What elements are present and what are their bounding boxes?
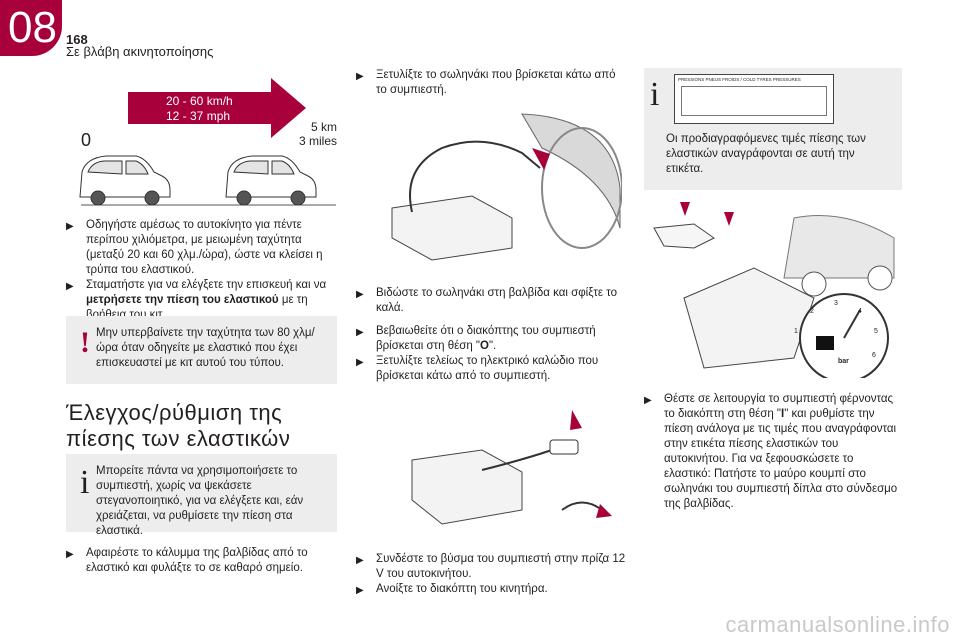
label-info-box: i PRESSIONS PNEUS FROIDS / COLD TYRES PR…	[644, 68, 902, 190]
section-heading: Έλεγχος/ρύθμιση της πίεσης των ελαστικών	[66, 400, 291, 451]
bullet-icon: ▶	[66, 221, 74, 232]
chapter-number: 08	[8, 3, 57, 52]
cable-icon	[481, 449, 553, 471]
car-icon	[783, 215, 895, 279]
mid-steps-1: ▶ Βιδώστε το σωληνάκι στη βαλβίδα και σφ…	[356, 286, 626, 384]
speed-arrow-graphic	[79, 78, 336, 206]
warning-text: Μην υπερβαίνετε την ταχύτητα των 80 χλμ/…	[96, 327, 315, 369]
compressor-icon	[411, 449, 523, 525]
bullet-icon: ▶	[644, 395, 652, 406]
step-unroll-hose-text: Ξετυλίξτε το σωληνάκι που βρίσκεται κάτω…	[376, 69, 616, 96]
gauge-unit: bar	[838, 358, 849, 365]
info-text: Μπορείτε πάντα να χρησιμοποιήσετε το συμ…	[96, 465, 304, 537]
step-drive-text: Οδηγήστε αμέσως το αυτοκίνητο για πέντε …	[86, 219, 323, 276]
chapter-tab: 08	[0, 0, 62, 56]
step-unroll-cable-text: Ξετυλίξτε τελείως το ηλεκτρικό καλώδιο π…	[376, 355, 599, 382]
info-box: i Μπορείτε πάντα να χρησιμοποιήσετε το σ…	[66, 454, 337, 537]
step-start-compressor: ▶ Θέστε σε λειτουργία το συμπιεστή φέρνο…	[644, 392, 902, 512]
start-distance: 0	[81, 130, 92, 150]
ignition-icon	[561, 501, 603, 511]
bullet-icon: ▶	[356, 327, 364, 338]
step-remove-cap: ▶ Αφαιρέστε το κάλυμμα της βαλβίδας από …	[66, 546, 341, 576]
compressor-hose-graphic	[391, 113, 623, 261]
step-screw-hose: ▶ Βιδώστε το σωληνάκι στη βαλβίδα και σφ…	[356, 286, 626, 316]
hose-icon	[409, 140, 541, 213]
car-icon	[225, 155, 317, 206]
step-switch-off: ▶ Βεβαιωθείτε ότι ο διακόπτης του συμπιε…	[356, 324, 626, 354]
step-screw-hose-text: Βιδώστε το σωληνάκι στη βαλβίδα και σφίξ…	[376, 287, 618, 314]
step-switch-off-end: ".	[488, 340, 497, 352]
info-icon: i	[650, 76, 660, 113]
gauge-graphic	[653, 202, 895, 383]
gauge-tick: 1	[794, 328, 798, 335]
section-title: Σε βλάβη ακινητοποίησης	[66, 44, 214, 59]
compressor-icon	[391, 195, 513, 261]
switch-position-o: O	[480, 340, 489, 352]
step-check-bold: μετρήσετε την πίεση του ελαστικού	[86, 294, 279, 306]
speed-illustration: 20 - 60 km/h 12 - 37 mph 0 5 km 3 miles	[66, 72, 341, 207]
plug-icon	[549, 439, 579, 455]
step-unroll-cable: ▶ Ξετυλίξτε τελείως το ηλεκτρικό καλώδιο…	[356, 354, 626, 384]
speed-range: 20 - 60 km/h 12 - 37 mph	[166, 94, 233, 124]
step-start-compressor-end: " και ρυθμίστε την πίεση ανάλογα με τις …	[664, 408, 898, 510]
deflate-button-icon	[816, 336, 834, 350]
step-unroll-hose: ▶ Ξετυλίξτε το σωληνάκι που βρίσκεται κά…	[356, 68, 626, 98]
gauge-tick: 3	[834, 300, 838, 307]
warning-icon: !	[80, 326, 90, 359]
step-connect-plug: ▶ Συνδέστε το βύσμα του συμπιεστή στην π…	[356, 552, 626, 582]
gauge-tick: 6	[872, 352, 876, 359]
page-number: 168	[66, 32, 88, 47]
distance-km: 5 km	[310, 120, 337, 134]
mid-steps-2: ▶ Συνδέστε το βύσμα του συμπιεστή στην π…	[356, 552, 626, 597]
step-drive: ▶ Οδηγήστε αμέσως το αυτοκίνητο για πέντ…	[66, 218, 341, 278]
step-check: ▶ Σταματήστε για να ελέγξετε την επισκευ…	[66, 278, 341, 323]
bullet-icon: ▶	[356, 585, 364, 596]
bullet-icon: ▶	[356, 555, 364, 566]
arrow-icon	[596, 504, 612, 518]
label-info-text: Οι προδιαγραφόμενες τιμές πίεσης των ελα…	[666, 133, 866, 175]
label-card-icon	[653, 223, 715, 249]
arrow-icon	[680, 202, 690, 216]
watermark: carmanualsonline.info	[725, 612, 950, 637]
gauge-tick: 5	[874, 328, 878, 335]
arrow-icon	[570, 410, 582, 430]
plug-graphic	[411, 410, 612, 525]
switch-position-i: I	[781, 408, 785, 420]
speed-kmh: 20 - 60 km/h	[166, 94, 233, 108]
plug-illustration	[372, 400, 622, 540]
left-steps: ▶ Οδηγήστε αμέσως το αυτοκίνητο για πέντ…	[66, 218, 341, 323]
label-title: PRESSIONS PNEUS FROIDS / COLD TYRES PRES…	[678, 77, 801, 82]
bullet-icon: ▶	[356, 289, 364, 300]
arrow-icon	[532, 148, 550, 170]
compressor-hose-illustration	[372, 108, 623, 268]
speed-mph: 12 - 37 mph	[166, 109, 231, 123]
step-ignition-on: ▶ Ανοίξτε το διακόπτη του κινητήρα.	[356, 582, 626, 597]
car-icon	[79, 155, 171, 206]
step-remove-cap-text: Αφαιρέστε το κάλυμμα της βαλβίδας από το…	[86, 547, 308, 574]
step-switch-off-text: Βεβαιωθείτε ότι ο διακόπτης του συμπιεστ…	[376, 325, 596, 352]
info-icon: i	[80, 464, 90, 501]
bullet-icon: ▶	[356, 71, 364, 82]
step-ignition-on-text: Ανοίξτε το διακόπτη του κινητήρα.	[376, 583, 548, 595]
gauge-tick: 2	[810, 308, 814, 315]
bullet-icon: ▶	[356, 357, 364, 368]
step-connect-plug-text: Συνδέστε το βύσμα του συμπιεστή στην πρί…	[376, 553, 626, 580]
warning-box: ! Μην υπερβαίνετε την ταχύτητα των 80 χλ…	[66, 316, 337, 384]
tyre-icon	[521, 113, 621, 229]
compressor-icon	[683, 267, 815, 369]
arrow-icon	[724, 212, 734, 226]
distance-miles: 3 miles	[298, 134, 337, 148]
gauge-tick: 4	[858, 308, 862, 315]
bullet-icon: ▶	[66, 281, 74, 292]
tyre-pressure-label: PRESSIONS PNEUS FROIDS / COLD TYRES PRES…	[674, 74, 834, 124]
speed-arrow-icon	[128, 78, 306, 138]
step-start-compressor-text: Θέστε σε λειτουργία το συμπιεστή φέρνοντ…	[664, 393, 894, 420]
distance-label: 5 km 3 miles	[291, 120, 337, 148]
step-check-text: Σταματήστε για να ελέγξετε την επισκευή …	[86, 279, 327, 291]
gauge-illustration: 1 2 3 4 5 6 bar	[644, 198, 902, 383]
bullet-icon: ▶	[66, 549, 74, 560]
